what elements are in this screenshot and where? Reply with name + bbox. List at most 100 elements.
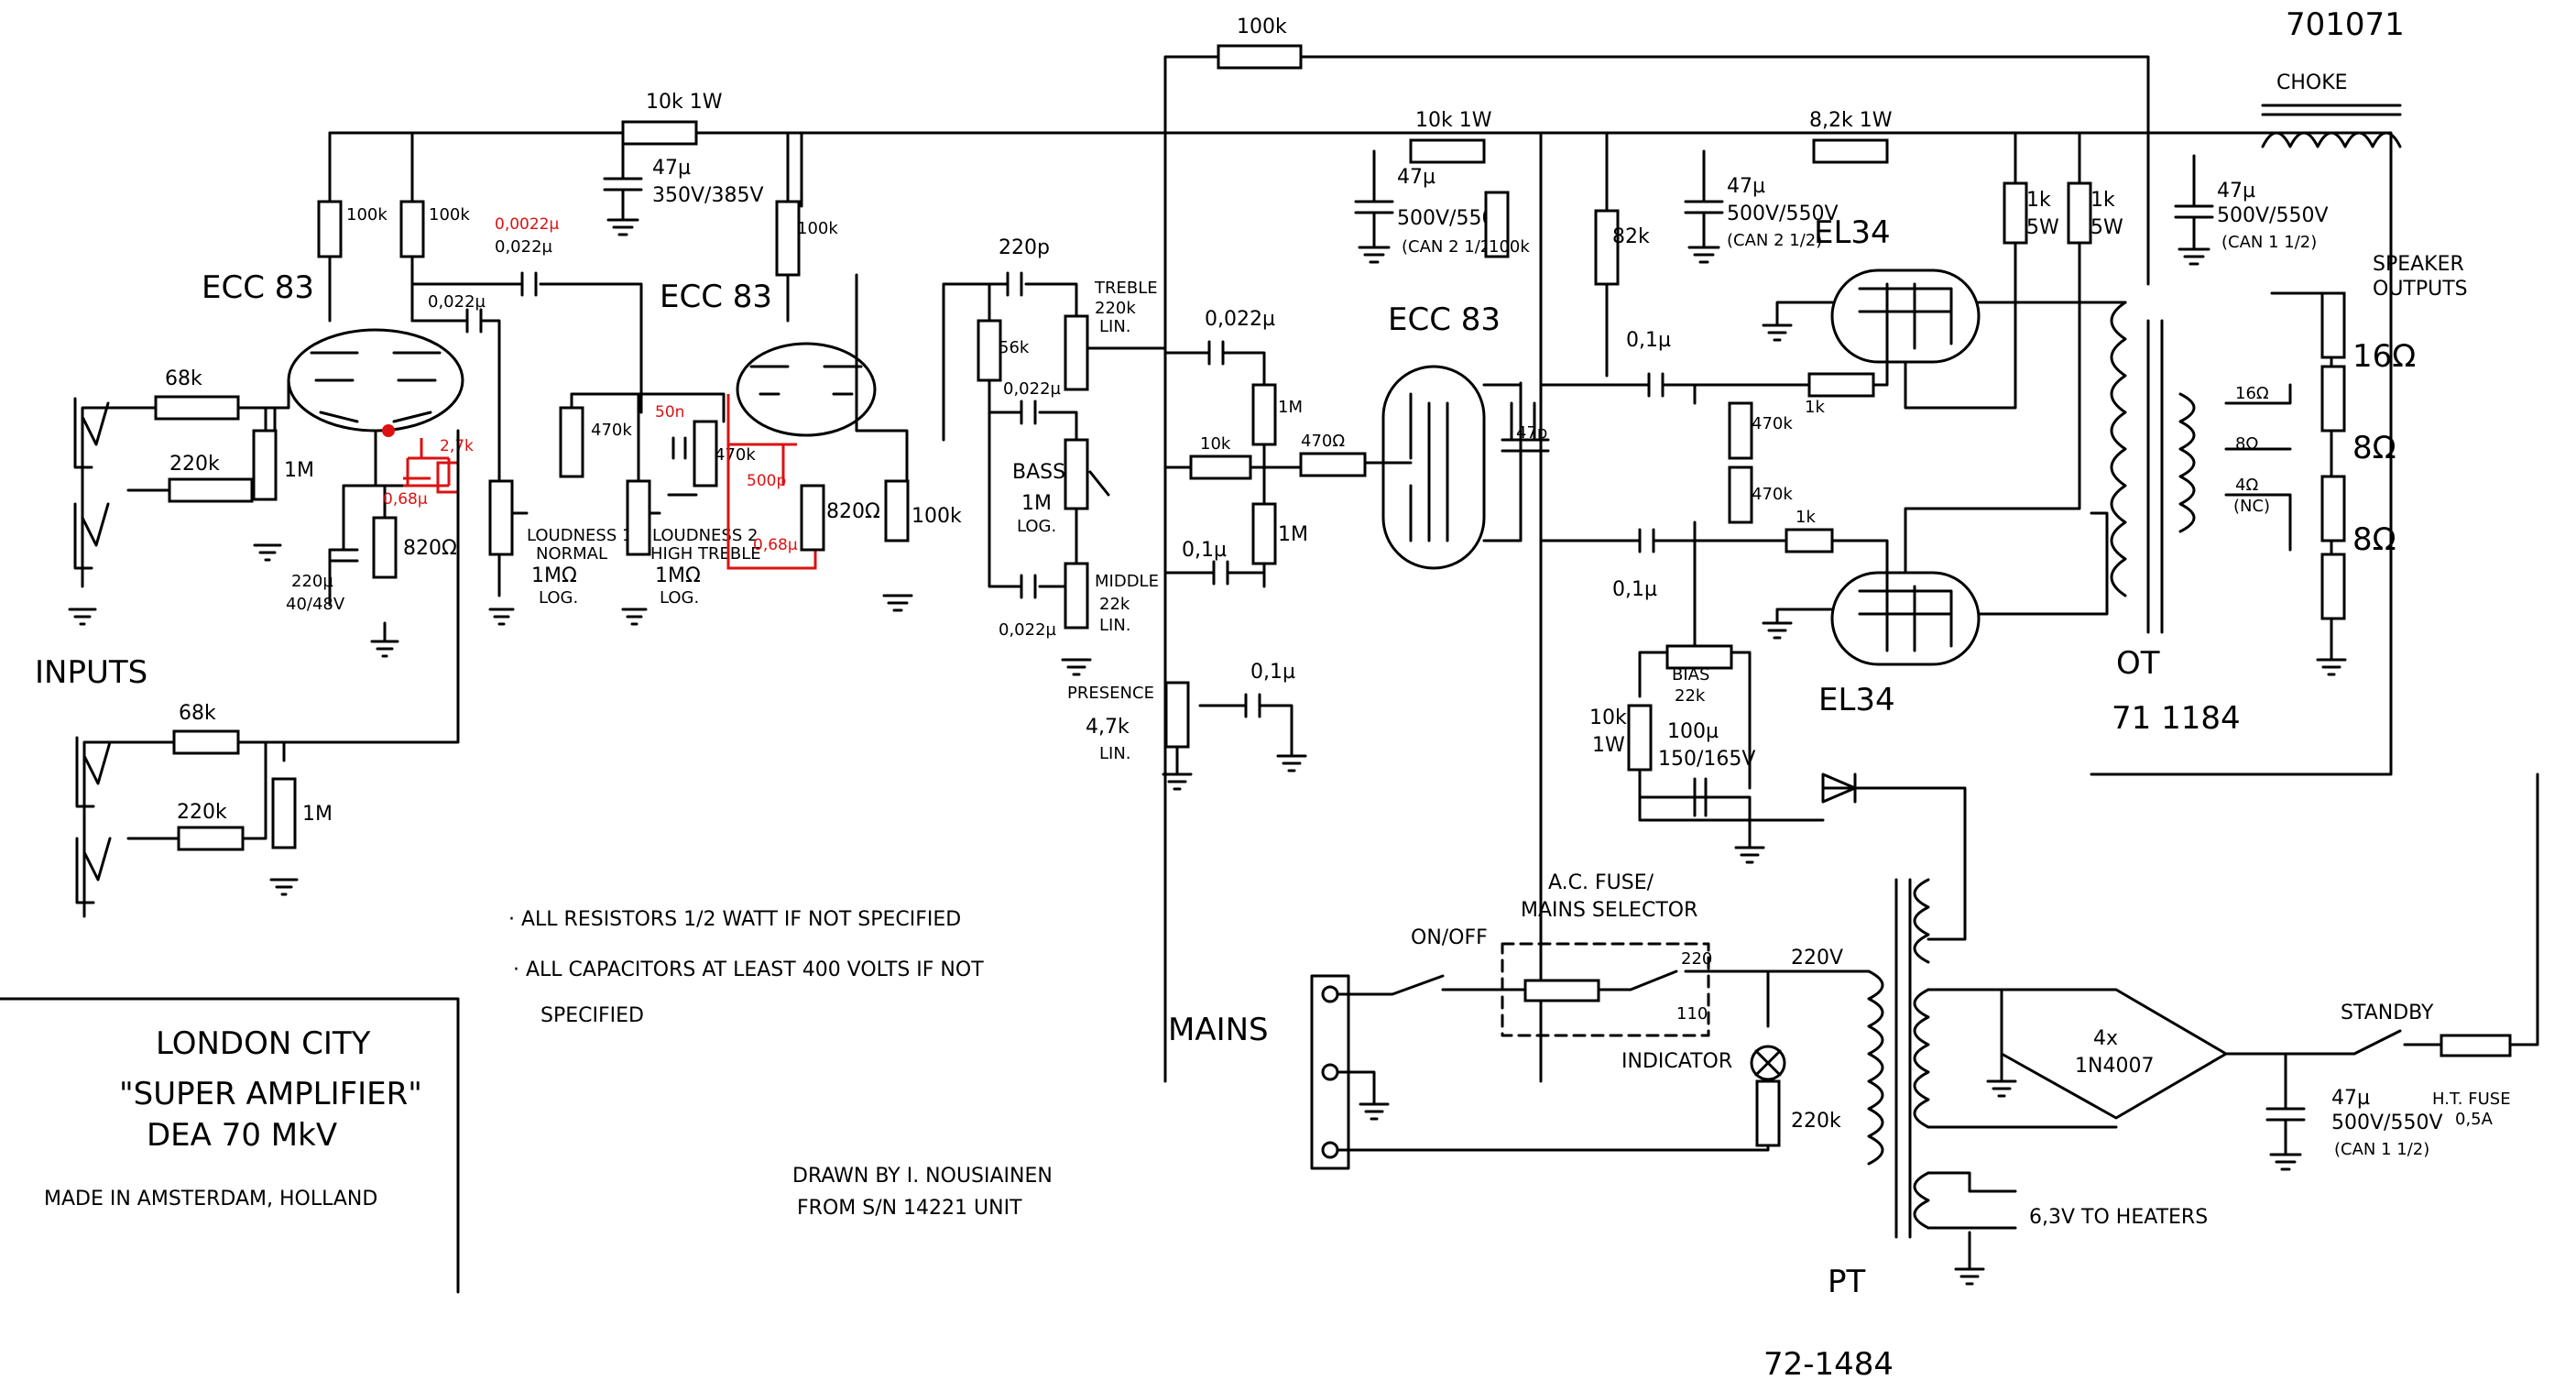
label-0022-c: 0,022µ	[1003, 379, 1062, 399]
label-220k-a: 220k	[169, 453, 220, 476]
label-ot-num: 71 1184	[2112, 700, 2241, 737]
ground-v2	[882, 594, 913, 612]
input-jack-4	[75, 837, 112, 904]
mod-red-v1	[403, 438, 451, 487]
resistor-220k-ind	[1755, 1079, 1781, 1147]
cap-0022-a	[465, 308, 483, 334]
speaker-jack-8a	[2320, 365, 2346, 433]
mod-label-50n: 50n	[655, 403, 684, 422]
ground-presence	[1162, 772, 1193, 791]
resistor-8k2-1w	[1812, 138, 1889, 164]
label-can-c: (CAN 2 1/2)	[1727, 231, 1822, 250]
label-68k-a: 68k	[165, 367, 202, 390]
label-82k: 82k	[1612, 225, 1650, 248]
title-block-frame	[0, 997, 460, 1294]
label-01-c: 0,1µ	[1250, 661, 1295, 684]
bridge-rectifier	[1927, 988, 2228, 1129]
resistor-100k-v1a	[317, 200, 343, 258]
credit-line-2: FROM S/N 14221 UNIT	[797, 1197, 1022, 1220]
tube-el34-bottom-internals	[1858, 585, 1953, 652]
ground-in-3	[269, 878, 299, 896]
resistor-1m-a	[252, 429, 278, 501]
tube-ecc83-b	[736, 342, 877, 437]
resistor-1k-a	[1807, 372, 1875, 398]
cap-50n	[671, 436, 687, 460]
label-pt-num: 72-1484	[1763, 1346, 1894, 1383]
resistor-220k-a	[168, 477, 254, 503]
label-150v: 150/165V	[1658, 748, 1755, 771]
indicator-lamp-x	[1754, 1049, 1782, 1077]
label-1m-t2: 1M	[1278, 523, 1308, 546]
power-transformer	[1867, 878, 1930, 1239]
coupling-wires-v1	[410, 282, 643, 597]
speaker-jack-16	[2320, 291, 2346, 359]
ground-v1k	[370, 640, 399, 658]
mains-wires	[1336, 969, 1871, 1152]
label-middle-val: 22k	[1099, 595, 1130, 614]
label-bias: BIAS	[1672, 665, 1709, 685]
label-loud2-sub: HIGH TREBLE	[650, 544, 761, 564]
label-spk-4nc: (NC)	[2233, 497, 2270, 516]
label-fuse-title: A.C. FUSE/	[1548, 871, 1654, 894]
cap-0022-e	[1020, 574, 1037, 599]
label-bridge-2: 1N4007	[2075, 1055, 2154, 1078]
label-c47u-c: 47µ	[1727, 175, 1765, 198]
label-heaters: 6,3V TO HEATERS	[2029, 1206, 2208, 1229]
label-10k1w-a: 10k 1W	[646, 91, 723, 114]
filter-cap-d	[2174, 154, 2214, 266]
label-loud1-sub: NORMAL	[536, 544, 607, 564]
label-ht-fuse-2: 0,5A	[2455, 1110, 2494, 1129]
pi-wires	[1163, 351, 1376, 588]
label-treble: TREBLE	[1094, 279, 1158, 298]
cap-0022-b	[520, 271, 538, 297]
mod-label-068-b: 0,68µ	[753, 536, 798, 554]
filter-cap-a	[603, 131, 643, 236]
ground-loud2	[621, 608, 648, 626]
input-jack-2	[73, 502, 110, 570]
wire-v2	[786, 131, 909, 487]
cap-47p	[1501, 438, 1550, 453]
indicator-lamp	[1750, 1045, 1786, 1081]
speaker-jack-8c	[2320, 553, 2346, 620]
ground-loud1	[488, 608, 515, 626]
label-bass: BASS	[1012, 461, 1065, 484]
label-8k2-1w: 8,2k 1W	[1809, 109, 1893, 132]
drawing-number: 701071	[2286, 6, 2405, 43]
resistor-100k-v1b	[399, 200, 425, 258]
label-0022-b: 0,022µ	[495, 237, 553, 257]
label-inputs: INPUTS	[35, 654, 147, 691]
label-c47u-b: 47µ	[1397, 166, 1435, 189]
label-c47u-d: 47µ	[2217, 180, 2255, 203]
label-1k5w-a: 1k	[2026, 189, 2051, 212]
label-loud1-log: LOG.	[539, 588, 578, 608]
label-100u: 100µ	[1667, 720, 1719, 743]
label-100k-pi: 100k	[1489, 237, 1530, 257]
resistor-1m-b	[271, 777, 297, 849]
label-presence: PRESENCE	[1067, 684, 1154, 703]
label-indicator: INDICATOR	[1621, 1050, 1732, 1073]
label-c350v: 350V/385V	[652, 184, 764, 207]
resistor-220k-b	[177, 826, 245, 851]
ground-presence-cap	[1276, 754, 1307, 772]
label-c47u-e: 47µ	[2331, 1087, 2370, 1110]
pot-treble	[1064, 314, 1089, 391]
label-out-8a: 8Ω	[2352, 430, 2396, 466]
resistor-100k-pi	[1484, 191, 1510, 258]
resistor-470-pi	[1299, 452, 1367, 477]
label-220c: 220	[1681, 949, 1712, 969]
label-tube-a: ECC 83	[202, 269, 314, 306]
label-110: 110	[1676, 1004, 1708, 1024]
label-220k-ind: 220k	[1791, 1110, 1841, 1133]
label-5w-a: 5W	[2026, 216, 2059, 239]
resistor-820-a	[372, 516, 398, 579]
resistor-470k-b	[693, 420, 718, 487]
resistor-10k-bias	[1627, 704, 1653, 772]
label-el34-top: EL34	[1814, 214, 1891, 251]
tube-el34-bottom	[1830, 571, 1981, 666]
tone-wires	[942, 282, 1167, 588]
ground-in-2	[253, 543, 282, 562]
label-ot: OT	[2116, 645, 2160, 682]
input-jack-1	[73, 397, 110, 469]
cap-220p	[1006, 271, 1023, 297]
